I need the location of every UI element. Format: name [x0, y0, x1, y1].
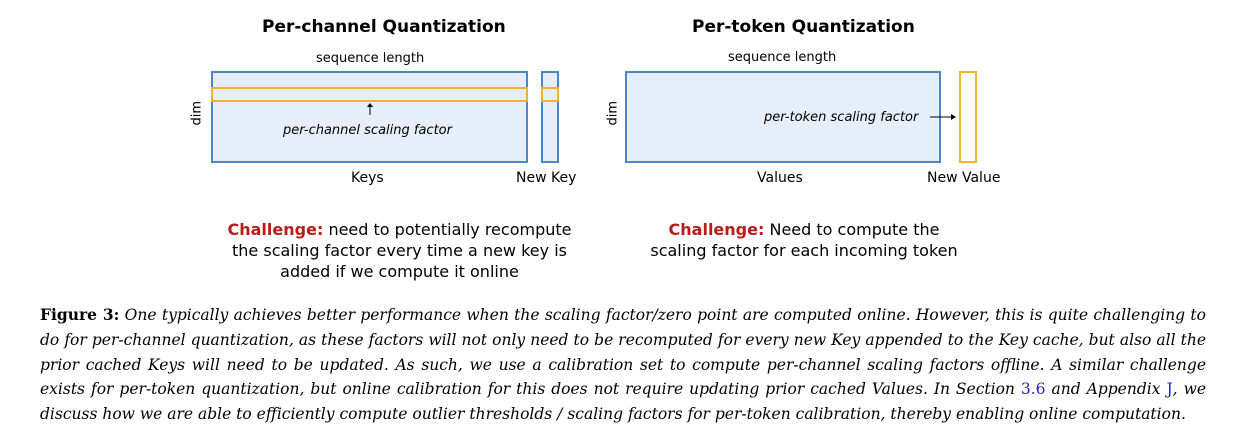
right-challenge-line1: Need to compute the [769, 220, 940, 239]
values-label: Values [757, 170, 803, 186]
keys-matrix [211, 71, 528, 163]
figure-caption: Figure 3: One typically achieves better … [40, 303, 1206, 427]
values-matrix [625, 71, 941, 163]
section-ref-link[interactable]: 3.6 [1020, 380, 1046, 399]
per-channel-scaling-label: per-channel scaling factor [283, 123, 452, 138]
caption-text-3: , we discuss how we are able to efficien… [40, 380, 1207, 424]
left-challenge-line1: need to potentially recompute [328, 220, 572, 239]
new-key-highlight-cell [541, 87, 559, 102]
new-value-column [959, 71, 977, 163]
right-challenge-line2: scaling factor for each incoming token [650, 241, 958, 260]
right-dim-label: dim [605, 100, 621, 126]
left-challenge-prefix: Challenge: [227, 220, 324, 239]
caption-text-1: One typically achieves better performanc… [40, 306, 1206, 399]
left-sequence-length-label: sequence length [316, 51, 425, 66]
per-token-scaling-label: per-token scaling factor [764, 110, 919, 125]
left-challenge-line3: added if we compute it online [280, 262, 519, 281]
keys-label: Keys [351, 170, 384, 186]
new-key-label: New Key [516, 170, 577, 186]
right-challenge-prefix: Challenge: [668, 220, 765, 239]
right-challenge-text: Challenge: Need to compute the scaling f… [624, 219, 984, 261]
per-token-title: Per-token Quantization [692, 17, 915, 37]
new-value-label: New Value [927, 170, 1001, 186]
left-dim-label: dim [189, 100, 205, 126]
per-channel-highlight-row [211, 87, 528, 102]
up-arrow-icon [367, 103, 373, 115]
per-channel-title: Per-channel Quantization [262, 17, 506, 37]
right-arrow-icon [930, 114, 956, 120]
new-key-column [541, 71, 559, 163]
right-sequence-length-label: sequence length [728, 50, 837, 65]
left-challenge-line2: the scaling factor every time a new key … [232, 241, 567, 260]
caption-text-2: and Appendix [1051, 380, 1161, 399]
appendix-ref-link[interactable]: J [1166, 380, 1173, 399]
caption-label: Figure 3: [40, 305, 120, 324]
left-challenge-text: Challenge: need to potentially recompute… [199, 219, 600, 282]
